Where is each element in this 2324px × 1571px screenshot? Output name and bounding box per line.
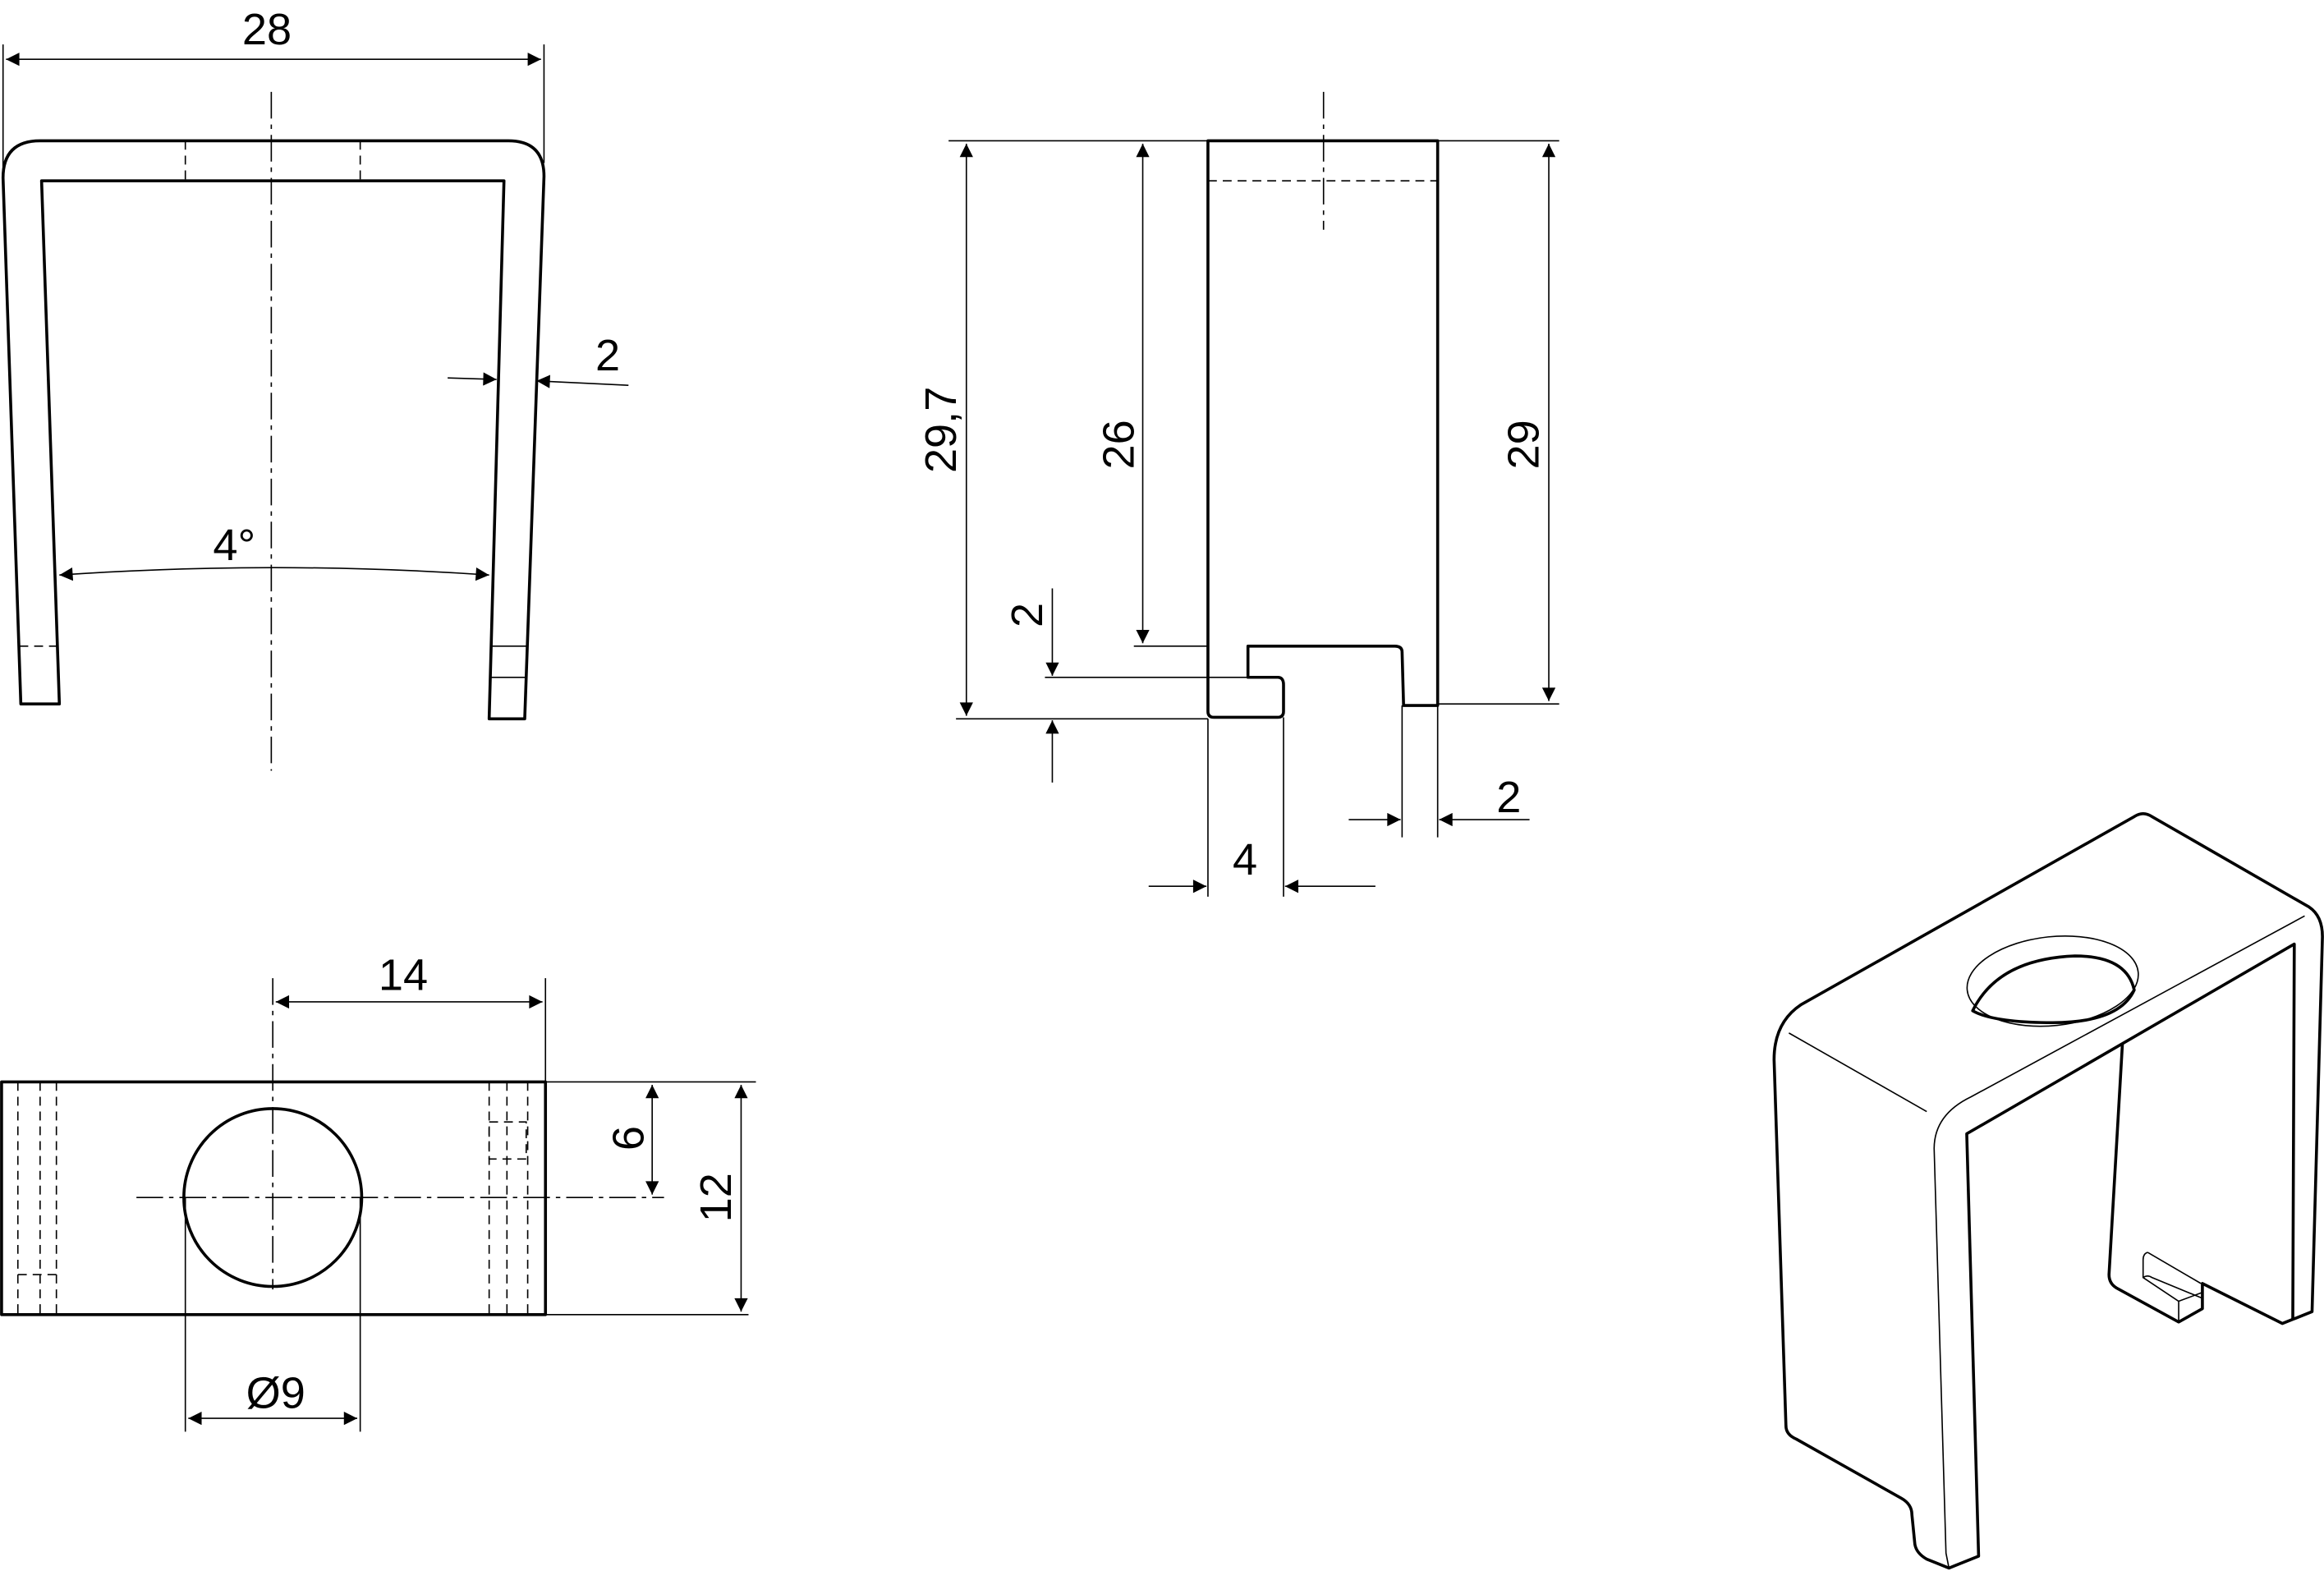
top-view: 14 6 12 Ø9 xyxy=(0,951,756,1432)
dimension-inner-height: 26 xyxy=(1095,420,1144,469)
dimension-wall-thickness: 2 xyxy=(595,331,620,380)
dimension-hole-center: 6 xyxy=(604,1126,653,1151)
side-view: 29,7 26 29 2 2 4 xyxy=(916,91,1559,897)
dimension-taper-angle: 4° xyxy=(213,521,255,570)
dimension-hole-offset: 14 xyxy=(379,951,428,1000)
dimension-width: 28 xyxy=(242,5,292,54)
dimension-hole-diameter: Ø9 xyxy=(246,1368,305,1417)
dimension-hook-width: 4 xyxy=(1233,835,1257,884)
dimension-back-height: 29 xyxy=(1499,420,1548,469)
front-view: 28 2 4° xyxy=(1,5,629,771)
dimension-overall-height: 29,7 xyxy=(916,387,966,473)
dimension-depth: 12 xyxy=(691,1173,741,1222)
dimension-back-thickness: 2 xyxy=(1496,773,1521,822)
isometric-view xyxy=(1772,811,2324,1570)
dimension-hook-height: 2 xyxy=(1003,603,1052,627)
